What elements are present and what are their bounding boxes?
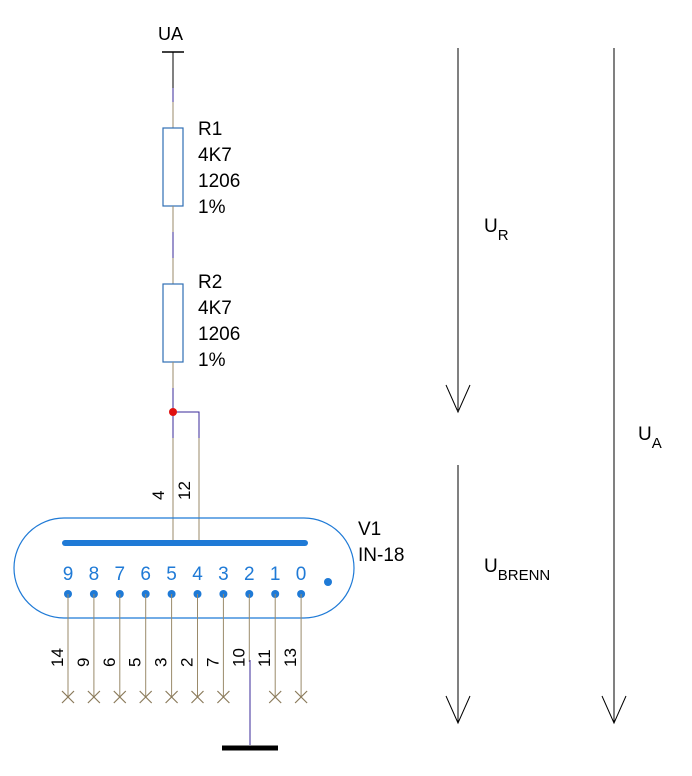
r1-tolerance: 1% [198,197,226,218]
cathode-pin-label-6: 5 [126,658,145,667]
cathode-pin-label-4: 2 [178,658,197,667]
no-connect-marker-3 [216,690,230,704]
no-connect-marker-6 [139,690,153,704]
ua-label: UA [638,424,662,452]
no-connect-marker-8 [87,690,101,704]
supply-label: UA [158,24,183,44]
tube-digit-4: 4 [192,564,203,585]
tube-digit-1: 1 [270,564,281,585]
no-connect-marker-1 [268,690,282,704]
r2-ref: R2 [198,272,222,293]
r1-package: 1206 [198,171,240,192]
no-connect-marker-9 [61,690,75,704]
cathode-pin-label-3: 7 [203,658,222,667]
ur-label: UR [484,216,509,244]
junction-dot [169,408,177,416]
r1-body [162,127,184,207]
tube-ref: V1 [358,519,381,540]
tube-digit-6: 6 [140,564,151,585]
r2-tolerance: 1% [198,350,226,371]
no-connect-marker-7 [113,690,127,704]
no-connect-marker-5 [165,690,179,704]
cathode-pin-label-0: 13 [281,648,300,667]
r2-body [162,283,184,363]
ubrenn-arrow-head [445,695,471,725]
cathode-pin-label-5: 3 [152,658,171,667]
ubrenn-label: UBRENN [484,556,550,584]
cathode-pin-label-8: 9 [74,658,93,667]
tube-dot [324,578,332,586]
r2-value: 4K7 [198,298,232,319]
cathode-pin-label-9: 14 [48,648,67,667]
r2-package: 1206 [198,324,240,345]
cathode-pin-label-2: 10 [229,648,248,667]
ur-arrow-head [445,384,471,414]
tube-digit-3: 3 [218,564,229,585]
tube-type: IN-18 [358,545,404,566]
r1-ref: R1 [198,119,222,140]
tube-envelope [13,517,355,619]
r1-value: 4K7 [198,145,232,166]
anode-bridge-wire [173,411,200,438]
anode-pin-4-label: 4 [149,491,168,500]
anode-pin-12-label: 12 [175,481,194,500]
tube-digit-7: 7 [115,564,126,585]
cathode-pin-label-1: 11 [255,649,274,667]
no-connect-marker-0 [294,690,308,704]
ua-arrow-head [601,695,627,725]
cathode-pin-label-7: 6 [100,658,119,667]
tube-digit-5: 5 [166,564,177,585]
tube-digit-2: 2 [244,564,255,585]
tube-digit-8: 8 [89,564,100,585]
tube-digit-9: 9 [63,564,74,585]
no-connect-marker-4 [191,690,204,704]
tube-digit-0: 0 [296,564,307,585]
